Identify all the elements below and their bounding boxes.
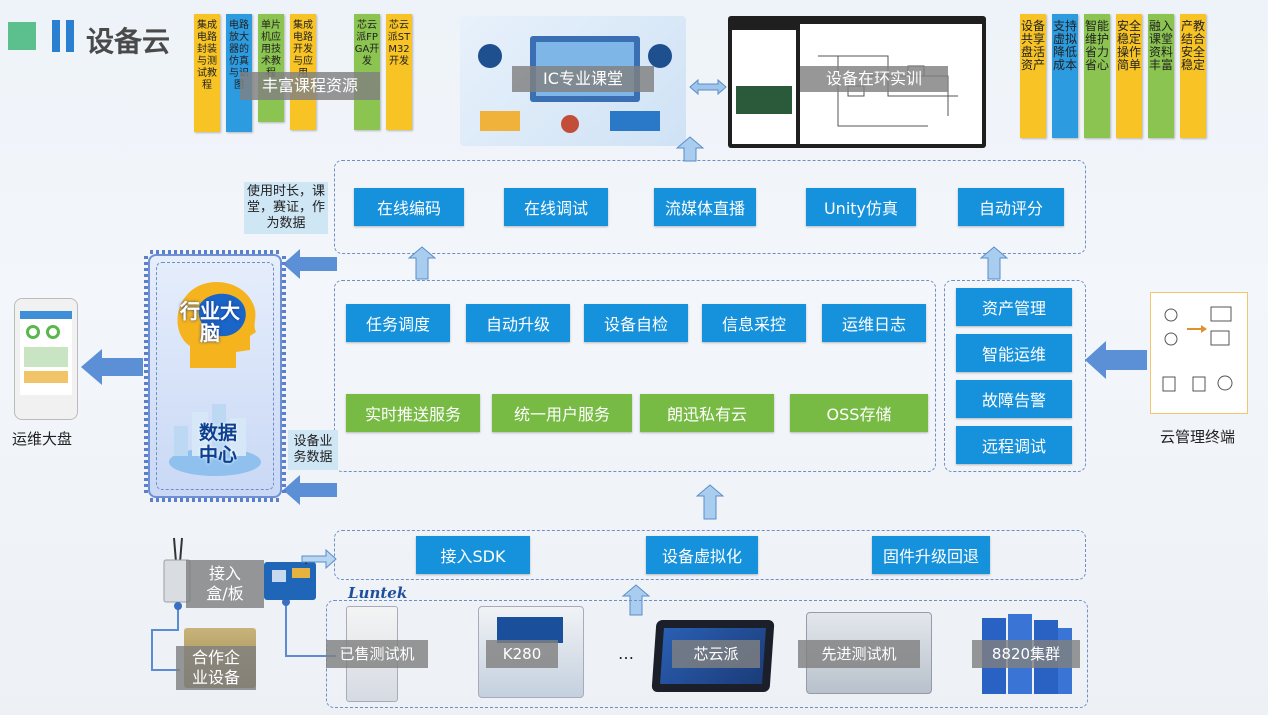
double-arrow xyxy=(688,78,728,100)
device-label-4: 芯云派 xyxy=(672,640,760,668)
device-label-3: … xyxy=(618,644,634,663)
device-data-note: 设备业务数据 xyxy=(288,430,338,470)
course-book-1: 集成电路封装与测试教程 xyxy=(194,14,220,132)
device-label-6: 8820集群 xyxy=(972,640,1080,668)
luntek-logo: Luntek xyxy=(348,584,408,602)
access-arrow xyxy=(300,548,338,574)
up-arrow-top-center xyxy=(675,136,705,166)
title-bar-blue1 xyxy=(52,20,60,52)
service-platform-4: 信息采控 xyxy=(702,304,806,342)
brain-head-icon xyxy=(170,276,260,372)
course-book-6: 芯云派STM32开发 xyxy=(386,14,412,130)
up-arrow-mid xyxy=(695,484,725,524)
service-platform-1: 任务调度 xyxy=(346,304,450,342)
service-mgmt-4: 远程调试 xyxy=(956,426,1072,464)
up-arrow-left xyxy=(407,246,437,284)
service-infra-4: OSS存储 xyxy=(790,394,928,432)
phone-dashboard xyxy=(14,298,78,420)
service-mgmt-1: 资产管理 xyxy=(956,288,1072,326)
service-platform-3: 设备自检 xyxy=(584,304,688,342)
feature-tag-3: 智能维护省力省心 xyxy=(1084,14,1110,138)
up-arrow-right xyxy=(979,246,1009,284)
access-box-label: 接入盒/板 xyxy=(186,560,264,608)
industry-brain-text: 行业大脑 xyxy=(180,299,240,345)
service-access-1: 接入SDK xyxy=(416,536,530,574)
feature-tag-1: 设备共享盘活资产 xyxy=(1020,14,1046,138)
service-app-4: Unity仿真 xyxy=(806,188,916,226)
page-title: 设备云 xyxy=(86,25,171,58)
service-mgmt-2: 智能运维 xyxy=(956,334,1072,372)
feature-tag-4: 安全稳定操作简单 xyxy=(1116,14,1142,138)
feature-tag-6: 产教结合安全稳定 xyxy=(1180,14,1206,138)
course-book-3: 单片机应用技术教程 xyxy=(258,14,284,122)
connector-lines xyxy=(151,600,336,671)
partner-device-label: 合作企业设备 xyxy=(176,646,256,690)
service-app-1: 在线编码 xyxy=(354,188,464,226)
device-label-2: K280 xyxy=(486,640,558,668)
service-app-2: 在线调试 xyxy=(504,188,608,226)
access-board-illustration xyxy=(262,554,318,602)
left-arrow-to-dashboard xyxy=(80,348,144,390)
data-center-illustration xyxy=(166,396,264,480)
service-app-3: 流媒体直播 xyxy=(654,188,756,226)
usage-note: 使用时长，课堂，赛证，作为数据 xyxy=(244,182,328,234)
title-bar-teal xyxy=(8,22,36,50)
course-book-2: 电路放大器的仿真与识图 xyxy=(226,14,252,132)
left-arrow-to-brain-top xyxy=(282,248,338,284)
course-resources-label: 丰富课程资源 xyxy=(240,72,380,100)
cloud-terminal-label: 云管理终端 xyxy=(1160,428,1236,446)
mgmt-box xyxy=(944,280,1086,472)
cloud-terminal-panel xyxy=(1150,292,1248,414)
service-infra-1: 实时推送服务 xyxy=(346,394,480,432)
ic-course-label: IC专业课堂 xyxy=(512,66,654,92)
service-platform-5: 运维日志 xyxy=(822,304,926,342)
service-infra-2: 统一用户服务 xyxy=(492,394,632,432)
device-k280-image xyxy=(478,606,584,698)
ops-dashboard-label: 运维大盘 xyxy=(12,430,73,448)
title-bar-blue2 xyxy=(66,20,74,52)
left-arrow-to-brain-bottom xyxy=(282,474,338,510)
service-access-3: 固件升级回退 xyxy=(872,536,990,574)
service-app-5: 自动评分 xyxy=(958,188,1064,226)
app-services-box xyxy=(334,160,1086,254)
left-arrow-from-terminal xyxy=(1084,340,1148,384)
service-platform-2: 自动升级 xyxy=(466,304,570,342)
feature-tag-5: 融入课堂资料丰富 xyxy=(1148,14,1174,138)
data-chip xyxy=(144,250,286,502)
data-center-text: 数据中心 xyxy=(198,422,237,466)
device-label-5: 先进测试机 xyxy=(798,640,920,668)
hil-training-label: 设备在环实训 xyxy=(800,66,948,92)
service-access-2: 设备虚拟化 xyxy=(646,536,758,574)
feature-tag-2: 支持虚拟降低成本 xyxy=(1052,14,1078,138)
service-mgmt-3: 故障告警 xyxy=(956,380,1072,418)
service-infra-3: 朗迅私有云 xyxy=(640,394,774,432)
platform-box xyxy=(334,280,936,472)
access-box xyxy=(334,530,1086,580)
device-label-1: 已售测试机 xyxy=(326,640,428,668)
